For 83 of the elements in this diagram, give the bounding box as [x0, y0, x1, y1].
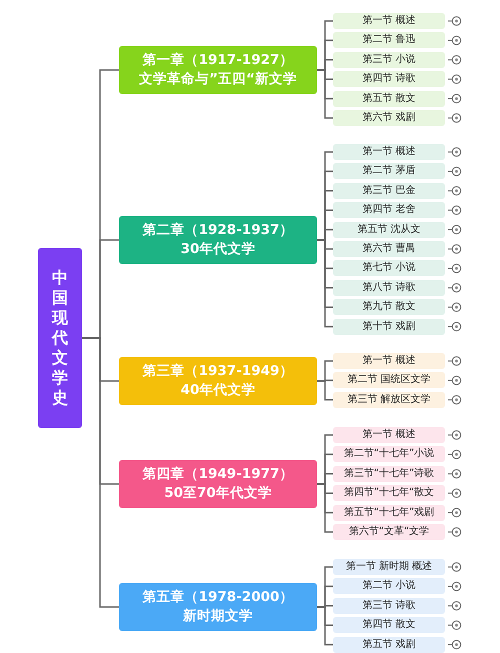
- connector-line: [317, 606, 333, 646]
- section-label: 第一节 新时期 概述: [346, 562, 432, 572]
- chapter-box: [119, 583, 317, 631]
- connector-line: [82, 337, 119, 608]
- section-label: 第十节 戏剧: [362, 322, 416, 332]
- section-label: 第四节 老舍: [362, 205, 416, 216]
- section-box: [333, 636, 445, 653]
- section-box: [333, 144, 445, 160]
- section-box: [333, 202, 445, 218]
- chapter-title: 第二章（1928-1937）: [142, 221, 294, 240]
- section-label: 第三节 解放区文学: [347, 394, 431, 405]
- section-box: [333, 578, 445, 594]
- main-title: 中国现代文学史: [52, 268, 68, 408]
- chapter-box: [119, 46, 317, 94]
- section-label: 第六节 曹禺: [362, 244, 416, 254]
- section-label: 第五节 戏剧: [362, 640, 416, 650]
- section-box: [333, 598, 445, 614]
- title-box: [38, 248, 82, 428]
- section-label: 第四节 诗歌: [362, 74, 416, 84]
- section-label: 第二节 小说: [362, 581, 416, 592]
- section-box: [333, 90, 445, 107]
- section-label: 第四节 散文: [362, 620, 416, 630]
- section-box: [333, 52, 445, 68]
- section-box: [333, 466, 445, 482]
- section-label: 第一节 概述: [362, 430, 416, 440]
- section-label: 第三节 小说: [362, 54, 416, 65]
- connector-line: [317, 69, 333, 119]
- chapter-subtitle: 文学革命与”五四“新文学: [139, 70, 297, 89]
- section-label: 第六节“文革“文学: [348, 527, 430, 537]
- section-box: [333, 13, 445, 29]
- section-box: [333, 427, 445, 443]
- section-box: [333, 110, 445, 126]
- chapter-subtitle: 50至70年代文学: [164, 484, 272, 503]
- section-box: [333, 617, 445, 634]
- chapter-box: [119, 460, 317, 508]
- section-label: 第九节 散文: [362, 302, 416, 312]
- connector-line: [317, 380, 333, 401]
- section-box: [333, 446, 445, 462]
- section-label: 第八节 诗歌: [362, 282, 416, 293]
- section-label: 第三节 诗歌: [362, 600, 416, 611]
- chapter-subtitle: 30年代文学: [180, 240, 256, 259]
- section-box: [333, 280, 445, 296]
- section-label: 第二节 国统区文学: [347, 375, 431, 386]
- section-label: 第一节 概述: [362, 356, 416, 366]
- chapter-subtitle: 40年代文学: [180, 381, 256, 400]
- section-label: 第五节 散文: [362, 94, 416, 104]
- chapter-box: [119, 216, 317, 264]
- chapter-title: 第三章（1937-1949）: [142, 362, 294, 381]
- section-label: 第七节 小说: [362, 263, 416, 274]
- section-box: [333, 318, 445, 335]
- section-box: [333, 299, 445, 316]
- section-label: 第二节“十七年”小说: [344, 449, 434, 460]
- chapter-title: 第一章（1917-1927）: [142, 51, 294, 70]
- section-box: [333, 241, 445, 257]
- section-label: 第四节”十七年“散文: [344, 488, 434, 498]
- connector-line: [317, 239, 333, 328]
- section-label: 第二节 茅盾: [362, 166, 416, 176]
- section-box: [333, 372, 445, 388]
- connector-line: [317, 483, 333, 533]
- section-label: 第六节 戏剧: [362, 113, 416, 123]
- section-box: [333, 392, 445, 408]
- section-label: 第五节“十七年”戏剧: [344, 508, 434, 518]
- section-box: [333, 504, 445, 521]
- section-box: [333, 163, 445, 180]
- section-box: [333, 32, 445, 48]
- section-label: 第二节 鲁迅: [362, 35, 416, 46]
- chapter-title: 第四章（1949-1977）: [142, 465, 294, 484]
- chapter-title: 第五章（1978-2000）: [142, 588, 294, 607]
- section-box: [333, 559, 445, 575]
- section-box: [333, 524, 445, 540]
- section-box: [333, 182, 445, 199]
- section-box: [333, 260, 445, 276]
- section-box: [333, 485, 445, 502]
- section-label: 第三节“十七年”诗歌: [344, 468, 434, 479]
- section-box: [333, 353, 445, 369]
- section-box: [333, 222, 445, 238]
- chapter-box: [119, 357, 317, 405]
- section-label: 第五节 沈从文: [357, 224, 421, 235]
- section-box: [333, 71, 445, 88]
- section-label: 第一节 概述: [362, 147, 416, 157]
- section-label: 第三节 巴金: [362, 186, 416, 196]
- section-label: 第一节 概述: [362, 16, 416, 26]
- chapter-subtitle: 新时期文学: [183, 607, 253, 626]
